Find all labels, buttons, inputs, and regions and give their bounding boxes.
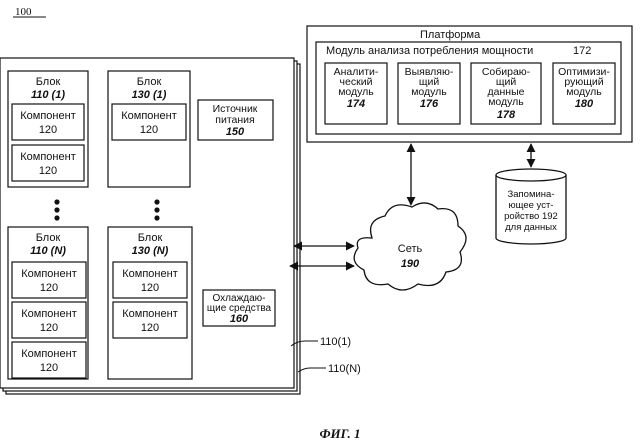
detect-line3: модуль [411, 86, 447, 98]
analysis-module-num: 172 [573, 45, 591, 57]
component-num: 120 [39, 165, 57, 177]
component-num: 120 [39, 124, 57, 136]
storage-top [496, 169, 566, 181]
block-130-1-title: Блок [137, 76, 162, 88]
detect-num: 176 [420, 98, 439, 110]
storage-line4: для данных [505, 222, 557, 233]
figure-caption: ФИГ. 1 [319, 426, 360, 441]
optimize-num: 180 [575, 98, 594, 110]
ellipsis-dot [154, 215, 159, 220]
collect-num: 178 [497, 109, 516, 121]
component-num: 120 [40, 362, 58, 374]
analytic-num: 174 [347, 98, 365, 110]
ellipsis-dot [154, 207, 159, 212]
component-num: 120 [40, 282, 58, 294]
ellipsis-dot [54, 207, 59, 212]
network-label: Сеть [398, 243, 423, 255]
ellipsis-dot [54, 215, 59, 220]
collect-line4: модуль [488, 96, 524, 108]
leader-110-n [298, 368, 326, 372]
optimize-line3: модуль [566, 86, 602, 98]
storage-line3: ройство 192 [504, 211, 558, 222]
power-source-line2: питания [215, 114, 254, 126]
power-source-num: 150 [226, 126, 245, 138]
component-label: Компонент [121, 110, 176, 122]
figure-number: 100 [15, 6, 32, 18]
component-label: Компонент [122, 268, 177, 280]
ellipsis-dot [154, 199, 159, 204]
component-label: Компонент [21, 268, 76, 280]
analytic-line3: модуль [338, 86, 374, 98]
block-130-1-num: 130 (1) [132, 89, 167, 101]
component-label: Компонент [20, 110, 75, 122]
network-num: 190 [401, 258, 420, 270]
component-num: 120 [141, 322, 159, 334]
block-130-n-title: Блок [138, 232, 163, 244]
block-110-n-num: 110 (N) [30, 245, 66, 257]
component-num: 120 [141, 282, 159, 294]
analysis-module-title: Модуль анализа потребления мощности [326, 45, 533, 57]
component-label: Компонент [122, 308, 177, 320]
storage-line1: Запомина- [508, 189, 555, 200]
label-110-1: 110(1) [320, 336, 351, 348]
component-label: Компонент [21, 308, 76, 320]
platform-title: Платформа [420, 29, 481, 41]
component-label: Компонент [20, 151, 75, 163]
block-130-n-num: 130 (N) [132, 245, 169, 257]
component-label: Компонент [21, 348, 76, 360]
block-110-1-title: Блок [36, 76, 61, 88]
block-110-1-num: 110 (1) [31, 89, 65, 101]
cooling-num: 160 [230, 313, 249, 325]
component-num: 120 [140, 124, 158, 136]
ellipsis-dot [54, 199, 59, 204]
label-110-n: 110(N) [328, 363, 361, 375]
block-110-n-title: Блок [36, 232, 61, 244]
storage-line2: ющее уст- [509, 200, 554, 211]
component-num: 120 [40, 322, 58, 334]
